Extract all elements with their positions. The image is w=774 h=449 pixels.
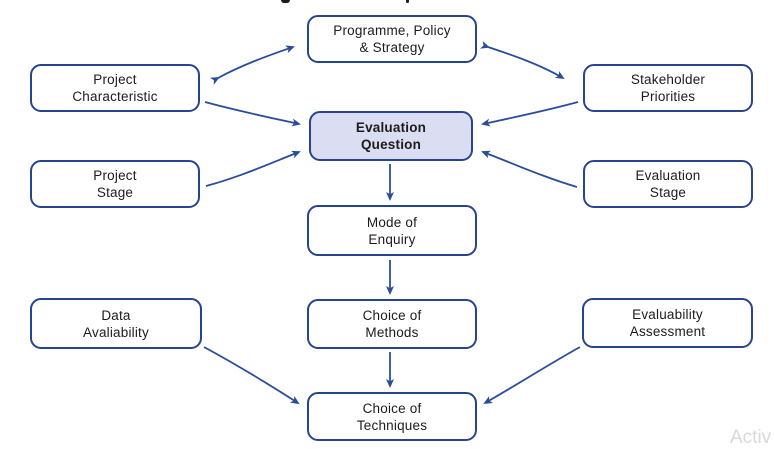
node-stakeholder-priorities: Stakeholder Priorities <box>583 64 753 112</box>
activate-watermark: Activ <box>730 427 772 448</box>
node-mode-of-enquiry: Mode of Enquiry <box>307 205 477 256</box>
node-label: Choice of <box>362 308 422 323</box>
node-label: Stage <box>96 185 134 200</box>
node-evaluation-stage: Evaluation Stage <box>583 160 753 208</box>
node-label: Project <box>93 72 137 87</box>
node-programme-policy-strategy: Programme, Policy & Strategy <box>307 15 477 63</box>
cropped-title-fragment <box>406 0 409 3</box>
node-label: Characteristic <box>72 89 158 104</box>
node-label: Avaliability <box>83 324 149 340</box>
node-label: Priorities <box>640 89 696 104</box>
node-label: Mode of <box>366 214 418 230</box>
arrow-project-characteristic-programme <box>209 45 295 85</box>
node-choice-of-methods: Choice of Methods <box>307 299 477 349</box>
node-choice-of-techniques: Choice of Techniques <box>307 392 477 441</box>
cropped-title-fragment <box>281 0 290 3</box>
arrow-programme-stakeholder-priorities <box>480 40 565 80</box>
arrow-data-availability-to-choice-of-techniques <box>203 346 300 405</box>
node-evaluability-assessment: Evaluability Assessment <box>582 298 753 348</box>
node-label: Enquiry <box>368 231 416 247</box>
node-label: Evaluability <box>632 307 703 322</box>
node-label: Project <box>93 168 137 183</box>
node-label: Question <box>360 137 422 152</box>
node-label: Data <box>101 307 131 323</box>
node-label: Assessment <box>629 324 706 339</box>
arrow-project-characteristic-to-evaluation-question <box>204 101 301 127</box>
node-label: Stage <box>649 185 687 200</box>
node-label: Techniques <box>356 417 428 433</box>
node-data-availability: Data Avaliability <box>30 298 202 349</box>
arrow-stakeholder-priorities-to-evaluation-question <box>481 101 579 127</box>
node-label: Stakeholder <box>630 72 706 87</box>
node-label: Choice of <box>362 400 422 416</box>
node-project-stage: Project Stage <box>30 160 200 208</box>
node-label: & Strategy <box>359 40 425 55</box>
arrow-evaluability-assessment-to-choice-of-techniques <box>483 346 581 404</box>
arrow-project-stage-to-evaluation-question <box>205 150 301 187</box>
node-evaluation-question: Evaluation Question <box>309 111 473 161</box>
arrow-evaluation-stage-to-evaluation-question <box>481 150 578 188</box>
node-label: Evaluation <box>355 120 427 135</box>
node-label: Programme, Policy <box>333 23 451 38</box>
node-label: Evaluation <box>635 168 701 183</box>
node-label: Methods <box>365 325 419 340</box>
node-project-characteristic: Project Characteristic <box>30 64 200 112</box>
